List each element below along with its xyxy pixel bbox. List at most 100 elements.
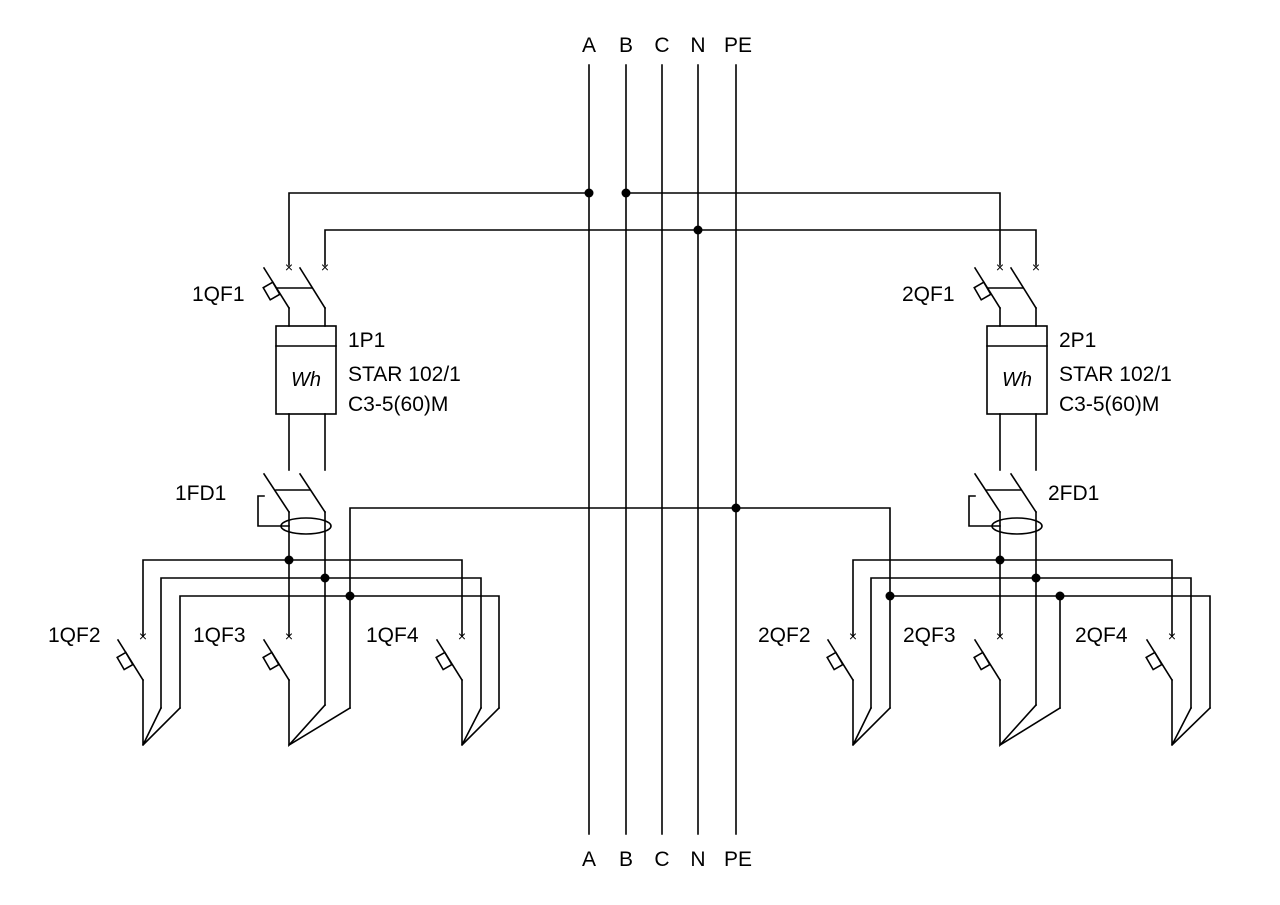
breaker-mark: × bbox=[285, 628, 293, 644]
bus-label-c-top: C bbox=[654, 34, 669, 57]
pe-wiring bbox=[349, 503, 891, 597]
neutral-feeder bbox=[324, 229, 1037, 266]
bus-label-a-top: A bbox=[582, 34, 596, 57]
left-meter-spec: C3-5(60)M bbox=[348, 393, 448, 416]
left-branch-label: 1QF4 bbox=[366, 624, 419, 647]
right-branch-2qf4: × 2QF4 bbox=[1075, 624, 1212, 747]
rcd-contact bbox=[973, 472, 1002, 514]
left-meter-model: STAR 102/1 bbox=[348, 363, 461, 386]
meter-body bbox=[986, 325, 1048, 415]
load-wiring bbox=[1170, 706, 1212, 747]
right-meter-model: STAR 102/1 bbox=[1059, 363, 1172, 386]
right-phase-distribution bbox=[852, 559, 1173, 637]
junction bbox=[320, 573, 330, 583]
junction bbox=[885, 591, 895, 601]
breaker-mark: × bbox=[1168, 628, 1176, 644]
left-distribution bbox=[142, 555, 500, 709]
load-wiring bbox=[851, 706, 892, 747]
right-meter: Wh 2P1 STAR 102/1 C3-5(60)M bbox=[986, 325, 1172, 471]
left-rcd: 1FD1 bbox=[175, 472, 332, 706]
junction bbox=[1031, 573, 1041, 583]
bus-label-pe-bottom: PE bbox=[724, 848, 752, 871]
right-branch-label: 2QF3 bbox=[903, 624, 956, 647]
load-wiring bbox=[999, 679, 1038, 748]
right-distribution bbox=[852, 555, 1211, 709]
right-meter-spec: C3-5(60)M bbox=[1059, 393, 1159, 416]
right-branch-label: 2QF4 bbox=[1075, 624, 1128, 647]
rcd-trip-loop bbox=[257, 495, 290, 527]
right-rcd-label: 2FD1 bbox=[1048, 482, 1099, 505]
rcd-contact bbox=[1009, 472, 1038, 514]
load-wiring bbox=[287, 706, 352, 747]
junction bbox=[284, 555, 294, 565]
left-meter-id: 1P1 bbox=[348, 329, 385, 352]
breaker-trip-element bbox=[262, 281, 281, 301]
breaker-trip-element bbox=[826, 651, 844, 671]
junction-n bbox=[693, 225, 703, 235]
breaker-trip-element bbox=[973, 281, 992, 301]
left-pe-distribution bbox=[179, 595, 500, 709]
breaker-trip-element bbox=[1145, 651, 1163, 671]
breaker-mark: × bbox=[849, 628, 857, 644]
load-wiring bbox=[288, 679, 327, 748]
rcd-trip-loop bbox=[968, 495, 1001, 527]
right-branch-2qf2: × 2QF2 bbox=[758, 624, 892, 747]
junction-a bbox=[584, 188, 594, 198]
right-rcd: 2FD1 bbox=[968, 472, 1099, 706]
right-pe-distribution bbox=[889, 595, 1211, 709]
junction-b bbox=[621, 188, 631, 198]
left-branch-1qf3: × 1QF3 bbox=[193, 624, 352, 748]
meter-wh-symbol: Wh bbox=[1002, 369, 1032, 391]
rcd-current-transformer bbox=[280, 517, 332, 535]
junction bbox=[345, 591, 355, 601]
pe-conductor bbox=[349, 507, 891, 597]
breaker-mark: × bbox=[996, 628, 1004, 644]
bus-label-n-top: N bbox=[690, 34, 705, 57]
bus-bars bbox=[588, 64, 737, 835]
right-branch-label: 2QF2 bbox=[758, 624, 811, 647]
bus-label-pe-top: PE bbox=[724, 34, 752, 57]
rcd-contact bbox=[298, 472, 327, 514]
left-meter: Wh 1P1 STAR 102/1 C3-5(60)M bbox=[275, 325, 461, 471]
junction-pe bbox=[731, 503, 741, 513]
breaker-mark: × bbox=[458, 628, 466, 644]
junction bbox=[1055, 591, 1065, 601]
left-branch-1qf4: × 1QF4 bbox=[366, 624, 501, 747]
rcd-contact bbox=[262, 472, 291, 514]
breaker-mark: × bbox=[996, 259, 1004, 275]
breaker-trip-element bbox=[116, 651, 134, 671]
breaker-trip-element bbox=[435, 651, 453, 671]
left-main-breaker: × × 1QF1 bbox=[192, 259, 329, 327]
meter-wh-symbol: Wh bbox=[291, 369, 321, 391]
rcd-current-transformer bbox=[991, 517, 1043, 535]
right-neutral-distribution bbox=[870, 577, 1192, 709]
junction bbox=[995, 555, 1005, 565]
meter-body bbox=[275, 325, 337, 415]
breaker-trip-element bbox=[973, 651, 991, 671]
right-main-breaker-label: 2QF1 bbox=[902, 283, 955, 306]
right-phase-feeder bbox=[625, 192, 1001, 266]
bus-label-c-bottom: C bbox=[654, 848, 669, 871]
left-phase-distribution bbox=[142, 559, 463, 637]
left-branch-1qf2: × 1QF2 bbox=[48, 624, 182, 747]
left-rcd-label: 1FD1 bbox=[175, 482, 226, 505]
right-main-breaker: × × 2QF1 bbox=[902, 259, 1040, 327]
breaker-mark: × bbox=[321, 259, 329, 275]
bus-labels-top: A B C N PE bbox=[582, 34, 752, 57]
bus-label-b-top: B bbox=[619, 34, 633, 57]
bus-labels-bottom: A B C N PE bbox=[582, 848, 752, 871]
bus-label-n-bottom: N bbox=[690, 848, 705, 871]
bus-label-a-bottom: A bbox=[582, 848, 596, 871]
bus-label-b-bottom: B bbox=[619, 848, 633, 871]
left-branch-label: 1QF3 bbox=[193, 624, 246, 647]
breaker-mark: × bbox=[139, 628, 147, 644]
feeder-wiring bbox=[288, 188, 1037, 266]
load-wiring bbox=[460, 706, 501, 747]
right-panel: × × 2QF1 Wh 2P1 STAR 102/1 C3-5(60)M bbox=[758, 259, 1212, 748]
left-branch-label: 1QF2 bbox=[48, 624, 101, 647]
right-meter-id: 2P1 bbox=[1059, 329, 1096, 352]
right-branch-2qf3: × 2QF3 bbox=[903, 624, 1062, 748]
left-phase-feeder bbox=[288, 192, 590, 266]
load-wiring bbox=[998, 706, 1062, 747]
left-panel: × × 1QF1 Wh 1P1 STAR 102/1 C3-5(60)M bbox=[48, 259, 501, 748]
